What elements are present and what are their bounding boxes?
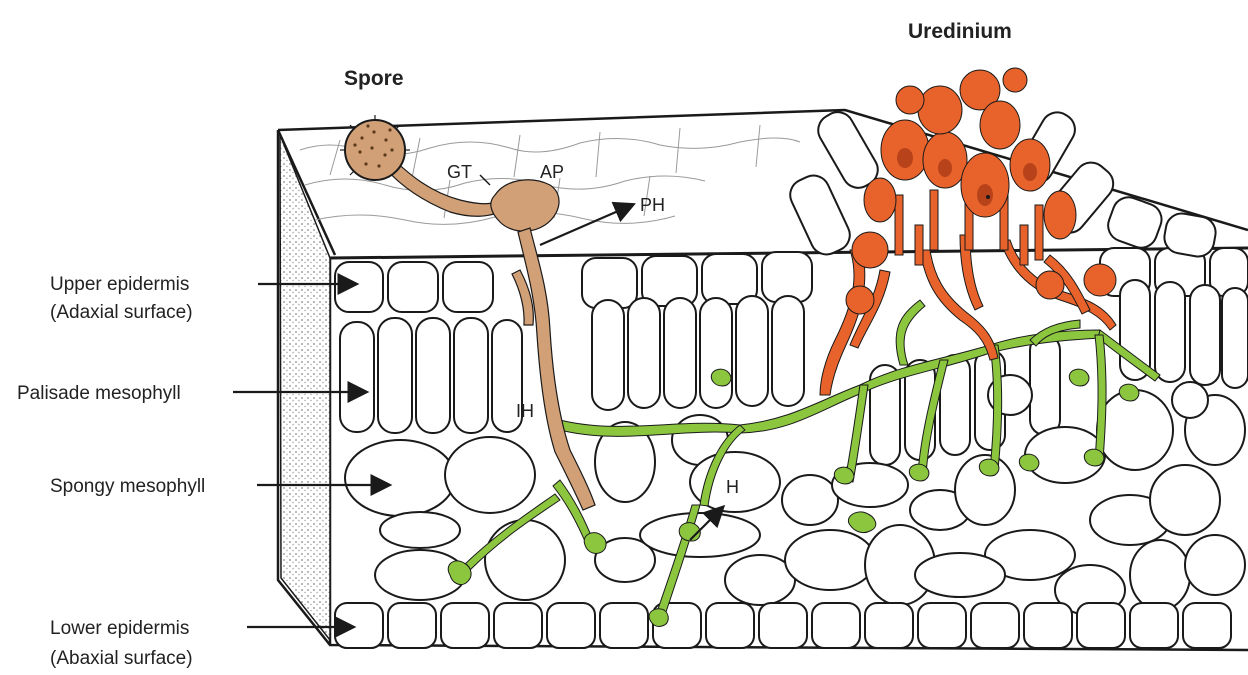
label-infection-hypha: IH — [516, 401, 534, 421]
label-spore: Spore — [344, 67, 404, 90]
lower-epidermis-cells — [335, 603, 1231, 648]
label-palisade-mesophyll: Palisade mesophyll — [17, 383, 181, 404]
label-adaxial-surface: (Adaxial surface) — [50, 302, 193, 323]
label-abaxial-surface: (Abaxial surface) — [50, 648, 193, 669]
label-lower-epidermis: Lower epidermis — [50, 618, 189, 639]
label-penetration-hypha: PH — [640, 195, 665, 215]
label-germ-tube: GT — [447, 162, 472, 182]
leaf-side-face — [280, 135, 330, 640]
label-uredinium: Uredinium — [908, 20, 1012, 43]
label-haustorium: H — [726, 477, 739, 497]
label-upper-epidermis: Upper epidermis — [50, 274, 189, 295]
label-appressorium: AP — [540, 162, 564, 182]
label-spongy-mesophyll: Spongy mesophyll — [50, 476, 205, 497]
